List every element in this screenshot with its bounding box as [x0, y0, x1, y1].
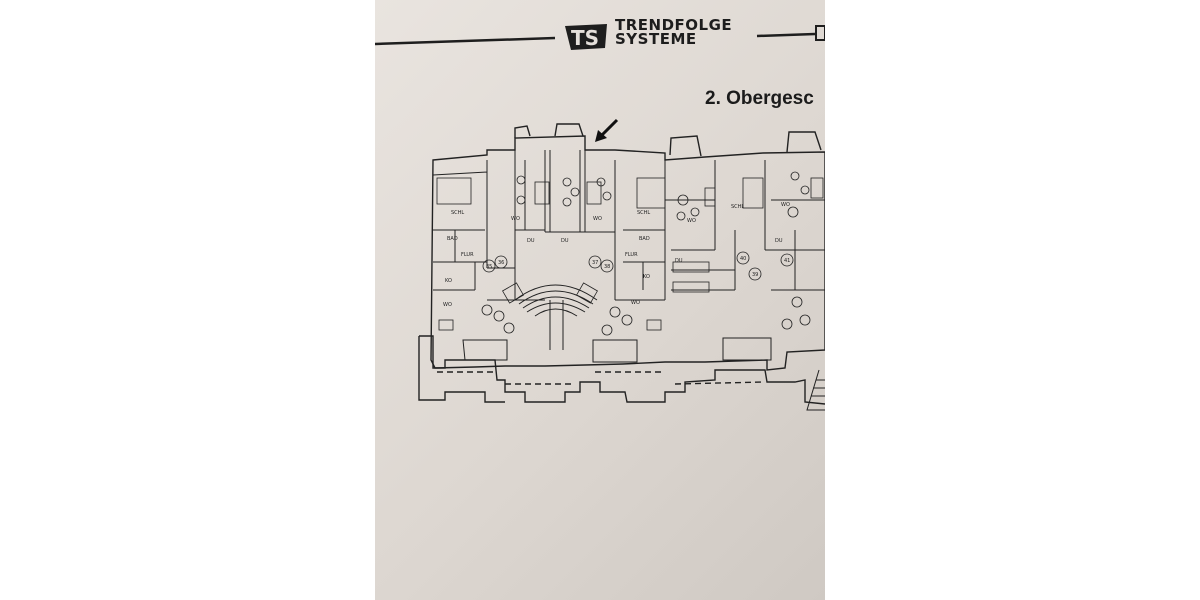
stair-marker-right: [806, 369, 825, 411]
dining-table-4: [810, 177, 824, 199]
chair: [799, 314, 811, 326]
chair: [562, 177, 572, 187]
chair: [676, 211, 686, 221]
logo-line-2: SYSTEME: [615, 30, 697, 48]
chair: [562, 197, 572, 207]
unit-number: 36: [498, 260, 504, 266]
unit-circle-41: [780, 253, 794, 267]
sofa-left: [502, 282, 524, 304]
chair: [596, 177, 606, 187]
ts-monogram-icon: TS: [565, 24, 607, 50]
chair: [781, 318, 793, 330]
room-label: DU: [527, 238, 535, 244]
staircase: [514, 284, 598, 317]
unit-circle-39: [748, 267, 762, 281]
dining-table-3: [704, 187, 716, 207]
unit-circle-40: [736, 251, 750, 265]
dining-table-2: [586, 181, 602, 205]
logo-wordmark: TRENDFOLGE SYSTEME: [615, 16, 733, 48]
kitchen-unit: [672, 281, 710, 293]
chair: [503, 322, 515, 334]
chair: [570, 187, 580, 197]
room-label: DU: [775, 238, 783, 244]
unit-number: 38: [604, 264, 610, 270]
balcony-top-2: [554, 123, 584, 137]
interior-walls-right: [665, 160, 825, 291]
room-label: WO: [593, 216, 602, 222]
sofa-right: [576, 282, 598, 304]
room-label: SCHL: [637, 210, 650, 216]
room-label: SCHL: [731, 204, 744, 210]
dining-table-1: [534, 181, 550, 205]
chair: [791, 296, 803, 308]
clipped-icon-right: [815, 25, 825, 41]
room-label: KO: [643, 274, 650, 280]
chair: [609, 306, 621, 318]
bed-mid: [636, 177, 666, 209]
room-label: WO: [631, 300, 640, 306]
chair: [800, 185, 810, 195]
room-label: BAD: [447, 236, 458, 242]
stair-rails: [549, 300, 564, 350]
unit-circle-38: [600, 259, 614, 273]
logo-line-1: TRENDFOLGE: [615, 16, 733, 34]
logo-monogram: TS: [571, 26, 599, 50]
paper-photo: TS: [375, 0, 825, 600]
room-label: SCHL: [451, 210, 464, 216]
balcony-top-4: [786, 131, 822, 153]
room-label: FLUR: [461, 252, 474, 258]
room-label: FLUR: [625, 252, 638, 258]
floor-title: 2. Obergesc: [705, 88, 814, 109]
unit-number: 35: [486, 264, 492, 270]
room-label: KO: [445, 278, 452, 284]
unit-circle-35: [482, 259, 496, 273]
bed-left: [436, 177, 472, 205]
room-label: WO: [443, 302, 452, 308]
unit-number: 41: [784, 258, 790, 264]
chair: [516, 175, 526, 185]
room-label: DU: [561, 238, 569, 244]
arrow-pointer-icon: [595, 118, 619, 142]
chair: [602, 191, 612, 201]
balcony-top-1: [514, 125, 531, 138]
balcony-top-3: [669, 135, 702, 157]
balcony-bottom-1: [462, 339, 508, 361]
chair: [790, 171, 800, 181]
chair: [601, 324, 613, 336]
kitchen-unit: [672, 261, 710, 273]
terrace-outline: [419, 335, 825, 405]
room-label: WO: [687, 218, 696, 224]
unit-circle-37: [588, 255, 602, 269]
room-label: WO: [511, 216, 520, 222]
bed-right: [742, 177, 764, 209]
building-outline: [430, 135, 825, 371]
chair: [787, 206, 799, 218]
chair: [690, 207, 700, 217]
chair: [481, 304, 493, 316]
chair: [493, 310, 505, 322]
unit-number: 39: [752, 272, 758, 278]
room-label: WO: [781, 202, 790, 208]
header-rule-left: [375, 36, 556, 46]
balcony-bottom-3: [722, 337, 772, 361]
unit-circle-36: [494, 255, 508, 269]
unit-number: 37: [592, 260, 598, 266]
floor-plan: TS: [375, 24, 825, 411]
chair: [677, 194, 689, 206]
room-label: BAD: [639, 236, 650, 242]
unit-number: 40: [740, 256, 746, 262]
terrace-left: [418, 336, 505, 403]
stair-marker-lines: [811, 379, 825, 397]
desk-right: [646, 319, 662, 331]
header-rule-right: [756, 32, 816, 38]
balcony-bottom-2: [592, 339, 638, 363]
chair: [516, 195, 526, 205]
chair: [621, 314, 633, 326]
terrace-dashed: [437, 371, 766, 385]
desk-left: [438, 319, 454, 331]
interior-walls-center: [544, 150, 666, 301]
room-label: DU: [675, 258, 683, 264]
